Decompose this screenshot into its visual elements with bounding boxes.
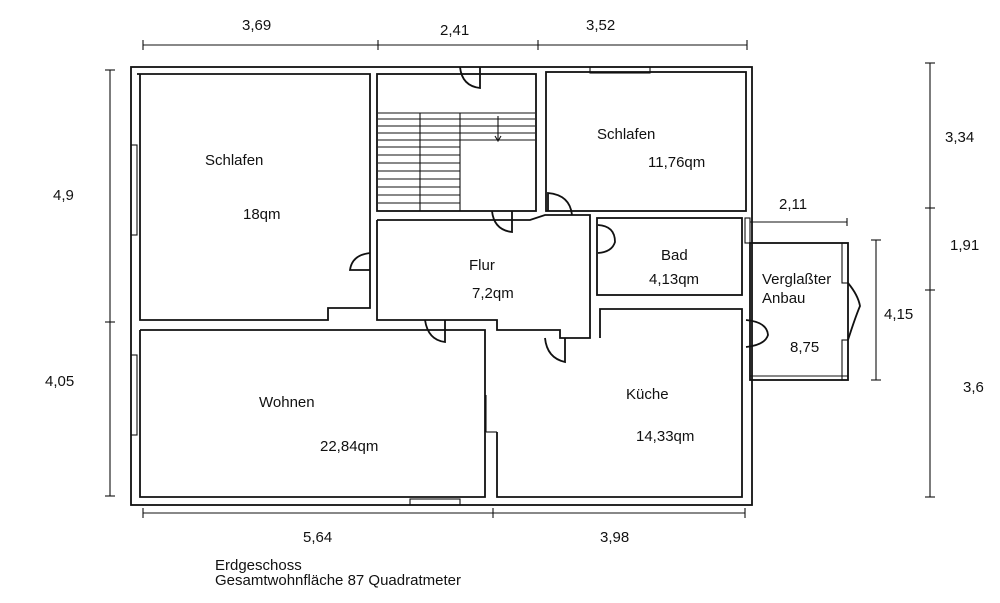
room-label: Verglaßter xyxy=(762,271,832,288)
dimension-label: 2,11 xyxy=(779,196,808,213)
room-anbau xyxy=(749,242,849,381)
dimension-label: 1,91 xyxy=(950,237,980,254)
floor-caption: Erdgeschoss xyxy=(215,557,302,574)
outer-walls xyxy=(130,66,753,506)
dimension-label: 4,15 xyxy=(884,306,914,323)
dimension-label: 3,69 xyxy=(242,17,272,34)
room-label: Wohnen xyxy=(259,394,315,411)
room-area: 4,13qm xyxy=(649,271,700,288)
room-schlafen-right xyxy=(545,71,747,212)
room-label: Küche xyxy=(626,386,669,403)
total-area-caption: Gesamtwohnfläche 87 Quadratmeter xyxy=(215,572,461,589)
dimension-label: 4,9 xyxy=(53,187,74,204)
room-area: 11,76qm xyxy=(648,154,706,171)
dimension-label: 5,64 xyxy=(303,529,333,546)
room-area: 7,2qm xyxy=(472,285,514,302)
room-area: 22,84qm xyxy=(320,438,379,455)
room-stairs xyxy=(376,73,537,212)
room-flur xyxy=(376,214,591,339)
room-label: Bad xyxy=(661,247,688,264)
room-label: Schlafen xyxy=(597,126,656,143)
dimension-lines xyxy=(105,40,935,518)
room-bad xyxy=(596,217,743,296)
dimension-label: 3,6 xyxy=(963,379,984,396)
dimension-label: 3,98 xyxy=(600,529,630,546)
room-label: Schlafen xyxy=(205,152,264,169)
room-label: Anbau xyxy=(762,290,806,307)
dimension-label: 3,52 xyxy=(586,17,616,34)
room-wohnen xyxy=(139,329,486,498)
doors xyxy=(348,66,861,364)
room-area: 14,33qm xyxy=(636,428,695,445)
room-kueche xyxy=(496,308,743,498)
dimension-label: 2,41 xyxy=(440,22,470,39)
room-label: Flur xyxy=(469,257,495,274)
room-schlafen-left xyxy=(137,73,371,321)
dimension-label: 4,05 xyxy=(45,373,75,390)
staircase xyxy=(378,112,535,211)
room-area: 8,75 xyxy=(790,339,820,356)
rooms xyxy=(137,71,849,498)
room-area: 18qm xyxy=(243,206,281,223)
dimension-label: 3,34 xyxy=(945,129,975,146)
